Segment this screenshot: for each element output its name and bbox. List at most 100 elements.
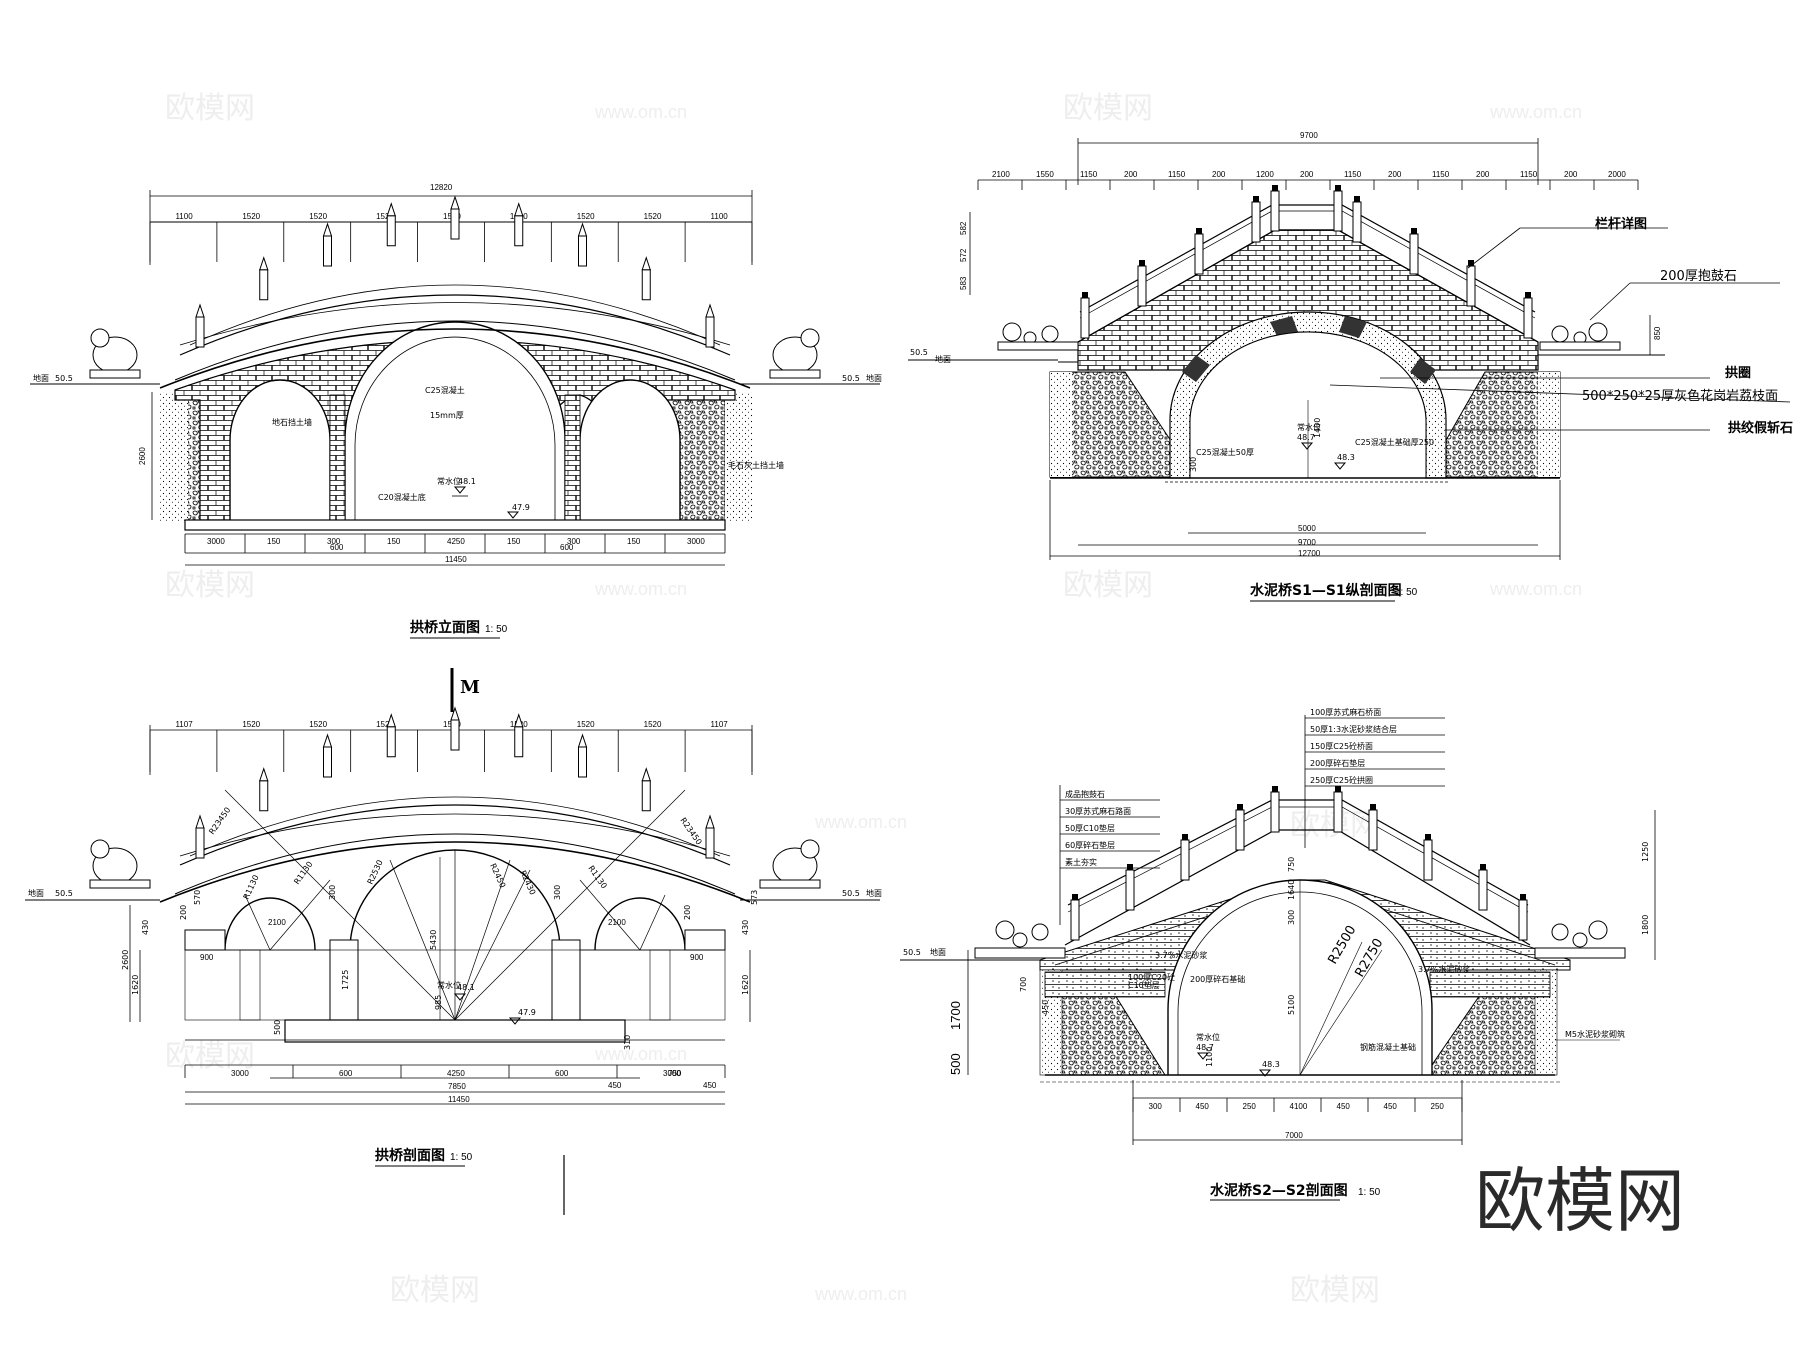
ground-level-right: 50.5 [842, 889, 860, 898]
overall-top-dim: 12820 [430, 183, 453, 192]
post-cap [450, 706, 460, 721]
overall-bottom-dim: 11450 [448, 1095, 470, 1104]
overall-bottom-dim: 7000 [1285, 1131, 1303, 1140]
watermark-site: www.om.cn [1489, 579, 1582, 599]
water-height: 1100 [1205, 1047, 1214, 1067]
top-dim: 1150 [1080, 170, 1098, 179]
post-cap [641, 767, 651, 782]
watermark-site: www.om.cn [594, 579, 687, 599]
stone-lion-right [759, 839, 821, 889]
post-cap [1182, 834, 1188, 840]
watermark-brand: 欧模网 [1063, 568, 1153, 603]
callout-granite: 500*250*25厚灰色花岗岩荔枝面 [1582, 388, 1778, 404]
note: C25混凝土50厚 [1196, 447, 1254, 457]
deck-layer: 50厚1:3水泥砂浆结合层 [1310, 724, 1397, 734]
railing-posts [1070, 786, 1528, 941]
center-dim: 1640 [1287, 880, 1296, 900]
railing-posts [1080, 185, 1533, 339]
railing-post [578, 746, 587, 778]
water-level: 48.1 [458, 477, 476, 486]
railing-posts [195, 706, 715, 859]
post-cap [1354, 196, 1360, 202]
drawing-title: 水泥桥S2—S2剖面图 [1210, 1182, 1348, 1199]
bottom-dim: 450 [1337, 1102, 1351, 1111]
post-cap [514, 713, 524, 728]
bottom-dim-2: 600 [330, 543, 344, 552]
ground-label: 地面 [935, 354, 951, 364]
top-dim: 1150 [1432, 170, 1450, 179]
top-dim: 200 [1124, 170, 1138, 179]
watermark-site: www.om.cn [814, 1284, 907, 1304]
left-dim: 583 [959, 276, 968, 290]
vertical-dim: 200 [179, 905, 188, 920]
slope-note: 3.7%水泥砂浆 [1155, 950, 1207, 960]
left-small-dim: 700 [1019, 977, 1028, 992]
radius-label: R1130 [292, 860, 314, 886]
small-dim: 450 [608, 1081, 622, 1090]
width-dim: 2100 [608, 918, 626, 927]
overall-bottom-dim: 11450 [445, 555, 467, 564]
railing-post [1523, 297, 1533, 339]
post-cap [450, 195, 460, 210]
note: 100厚C20砼 [1128, 972, 1175, 982]
top-dim: 1520 [376, 212, 394, 221]
railing-post [1518, 899, 1528, 941]
arch-section-drawing: 110715201520152015001520152015201107 地面 … [25, 706, 882, 1167]
top-dim: 1107 [175, 720, 193, 729]
vertical-dim: 310 [623, 1035, 632, 1050]
s2-section-drawing: 100厚苏式麻石桥面 50厚1:3水泥砂浆结合层 150厚C25砼桥面 200厚… [900, 707, 1656, 1201]
top-dim: 1520 [644, 212, 662, 221]
overall-top-dim: 9700 [1300, 131, 1318, 140]
stone-lion-left [89, 328, 141, 379]
bottom-dim: 4250 [447, 537, 465, 546]
left-dim: 572 [959, 248, 968, 262]
radius-label: R23450 [207, 806, 232, 837]
height-dim: 2600 [138, 447, 147, 465]
top-dim: 1520 [309, 212, 327, 221]
post-cap [1468, 260, 1474, 266]
railing-post [450, 719, 460, 751]
railing-post [1466, 265, 1476, 307]
drum-stone-right [1534, 920, 1626, 959]
water-label: 常水位 [1297, 422, 1321, 432]
water-level: 48.7 [1297, 433, 1315, 442]
deck-layer: 150厚C25砼桥面 [1310, 741, 1373, 751]
callout-drum-stone: 200厚抱鼓石 [1660, 268, 1737, 284]
top-dim: 1100 [711, 212, 729, 221]
callout-arch-ring: 拱圈 [1725, 365, 1751, 381]
watermark-site: www.om.cn [1489, 102, 1582, 122]
top-dim: 1100 [175, 212, 193, 221]
post-cap [1335, 185, 1341, 191]
post-cap [1127, 864, 1133, 870]
top-dim: 1107 [711, 720, 729, 729]
bottom-dim: 450 [1196, 1102, 1210, 1111]
width-dim: 900 [690, 953, 704, 962]
railing-post [705, 316, 715, 348]
radius-label: R2530 [366, 859, 385, 886]
drawing-scale: 1: 50 [1395, 587, 1418, 598]
bottom-dim: 250 [1431, 1102, 1445, 1111]
water-label: 常水位 [437, 980, 461, 990]
mid-dim: 7850 [448, 1082, 466, 1091]
deck-layer: 250厚C25砼拱圈 [1310, 775, 1373, 785]
post-cap [1335, 786, 1341, 792]
top-dim: 1520 [242, 212, 260, 221]
note-1: C25混凝土 [425, 385, 465, 395]
bottom-dim: 300 [327, 537, 341, 546]
railing-post [1070, 899, 1080, 941]
path-layer: 60厚碎石垫层 [1065, 840, 1115, 850]
railing-post [386, 215, 396, 247]
small-dim: 300 [1189, 457, 1198, 472]
drum-stone-left [997, 322, 1079, 351]
stone-lion-right [769, 328, 821, 379]
railing-post [1270, 190, 1280, 232]
top-dim: 1520 [376, 720, 394, 729]
top-dim: 1150 [1520, 170, 1538, 179]
railing-post [1409, 233, 1419, 275]
ground-level-left: 50.5 [910, 348, 928, 357]
watermark-site: www.om.cn [594, 1044, 687, 1064]
water-height: 1400 [1313, 418, 1322, 438]
slope-note: 3.7%水泥砂浆 [1418, 964, 1470, 974]
